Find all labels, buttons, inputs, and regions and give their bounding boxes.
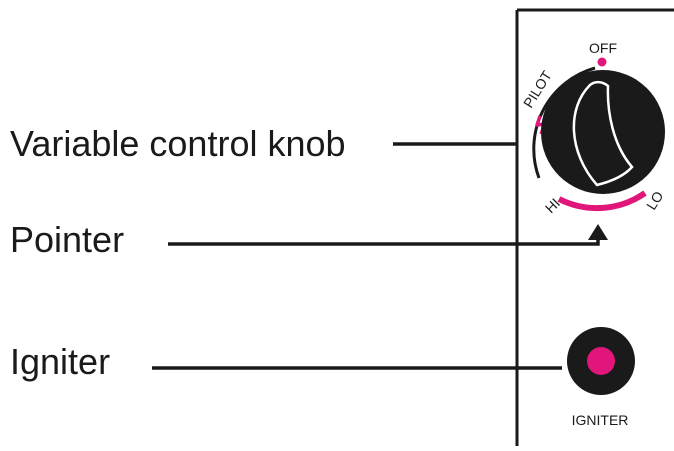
igniter-button-center	[587, 347, 615, 375]
callout-variable-control-knob: Variable control knob	[10, 123, 346, 164]
dial-label-off: OFF	[589, 40, 617, 56]
control-panel	[515, 8, 674, 446]
dial-scale-arc	[532, 66, 596, 179]
up-arrow-icon	[588, 224, 608, 240]
callout-pointer: Pointer	[10, 219, 125, 260]
pointer-leader-line	[168, 236, 600, 246]
dial-label-lo: LO	[643, 188, 667, 212]
flame-range-arc	[557, 190, 647, 212]
callout-igniter: Igniter	[10, 341, 111, 382]
igniter-caption: IGNITER	[572, 412, 629, 428]
knob-grip-ridge	[572, 80, 634, 187]
off-marker-dot	[597, 57, 607, 67]
